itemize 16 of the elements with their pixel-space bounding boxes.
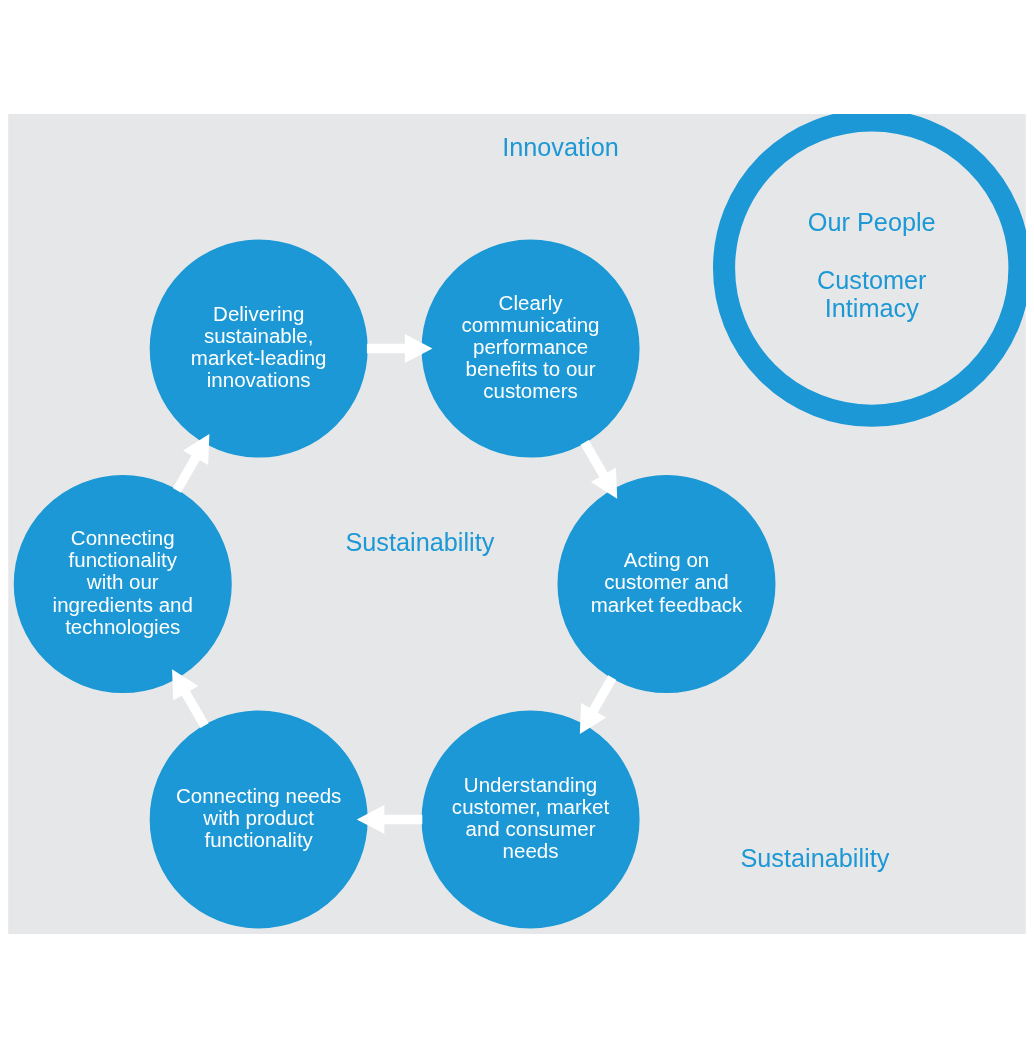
arrow <box>580 439 618 499</box>
node-circle: Clearly communicating performance benefits to our customers <box>421 239 640 458</box>
arrow <box>172 433 210 493</box>
node-circle: Connecting needs with product functionality <box>149 709 368 928</box>
label: Sustainability <box>345 527 495 556</box>
node-circle: Delivering sustainable, market-leading innovations <box>149 239 368 458</box>
node-circle: Understanding customer, market and consumer needs <box>421 709 640 928</box>
arrow <box>356 804 423 834</box>
label: Sustainability <box>740 843 890 872</box>
node-circle: Acting on customer and market feedback <box>557 474 776 693</box>
arrow <box>366 333 433 363</box>
label: Innovation <box>502 132 619 161</box>
arrow <box>172 668 209 728</box>
arrow <box>579 674 617 734</box>
node-circle: Our People Customer Intimacy <box>712 113 1026 427</box>
node-circle: Connecting functionality with our ingredients and technologies <box>13 474 232 693</box>
